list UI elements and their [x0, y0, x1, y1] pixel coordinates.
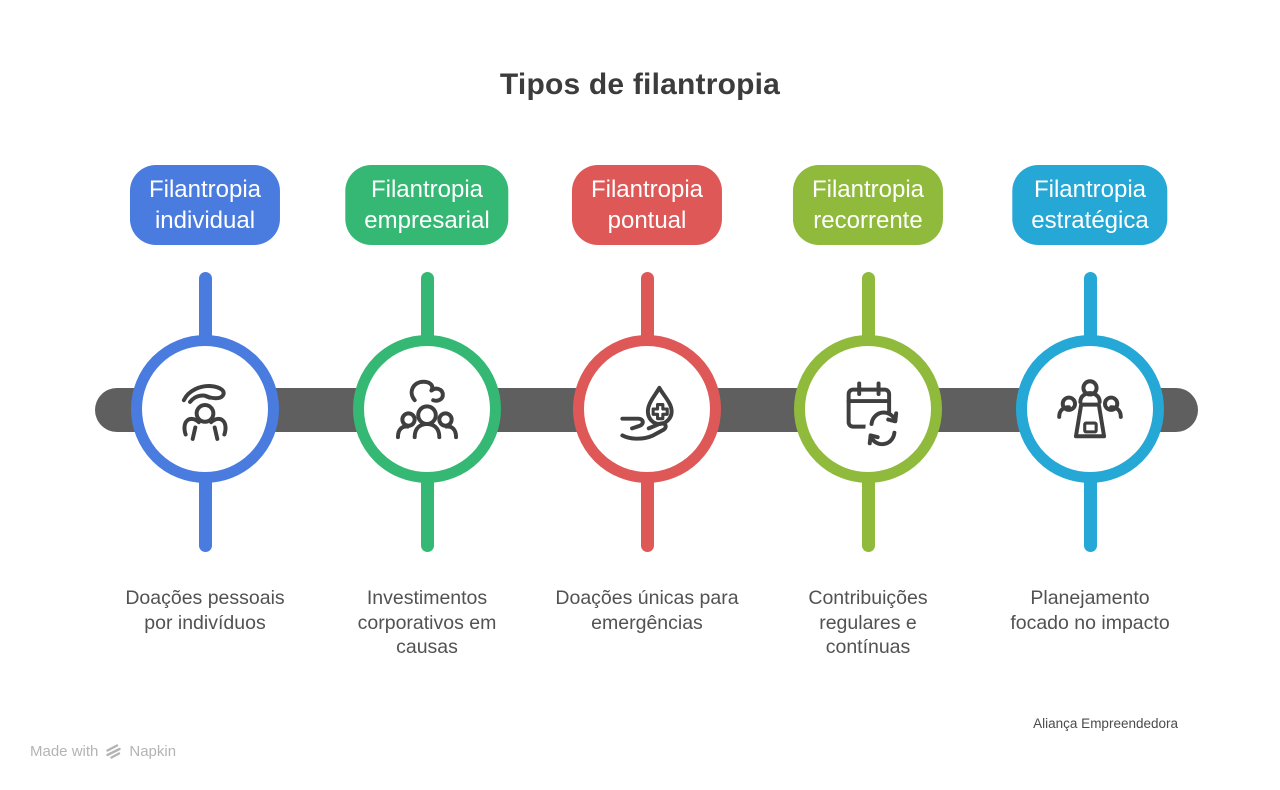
- page-title: Tipos de filantropia: [499, 68, 781, 101]
- icon-circle-estrategica: [1016, 335, 1164, 483]
- icon-circle-pontual: [573, 335, 721, 483]
- made-with-napkin: Made with Napkin: [30, 743, 176, 760]
- napkin-logo-icon: [105, 743, 122, 760]
- stem-top: [1083, 272, 1097, 348]
- meeting-table-icon: [1046, 365, 1134, 453]
- stem-bottom: [640, 470, 654, 552]
- caring-hand-person-icon: [161, 365, 249, 453]
- hand-over-group-icon: [383, 365, 471, 453]
- attribution-text: Aliança Empreendedora: [1033, 716, 1178, 731]
- stem-top: [420, 272, 434, 348]
- badge-filantropia-empresarial: Filantropia empresarial: [345, 165, 509, 245]
- badge-filantropia-individual: Filantropia individual: [129, 165, 281, 245]
- icon-circle-recorrente: [794, 335, 942, 483]
- stem-bottom: [198, 470, 212, 552]
- description-pontual: Doações únicas para emergências: [555, 587, 739, 634]
- description-estrategica: Planejamento focado no impacto: [1010, 587, 1170, 634]
- badge-filantropia-recorrente: Filantropia recorrente: [792, 165, 944, 245]
- medical-drop-hand-icon: [603, 365, 691, 453]
- stem-bottom: [1083, 470, 1097, 552]
- made-with-label: Made with: [30, 743, 99, 760]
- badge-filantropia-estrategica: Filantropia estratégica: [1012, 165, 1168, 245]
- stem-top: [640, 272, 654, 348]
- description-empresarial: Investimentos corporativos em causas: [357, 587, 497, 658]
- stem-bottom: [420, 470, 434, 552]
- stem-top: [198, 272, 212, 348]
- description-individual: Doações pessoais por indivíduos: [125, 587, 285, 634]
- description-recorrente: Contribuições regulares e contínuas: [808, 587, 928, 658]
- stem-bottom: [861, 470, 875, 552]
- icon-circle-individual: [131, 335, 279, 483]
- badge-filantropia-pontual: Filantropia pontual: [571, 165, 723, 245]
- icon-circle-empresarial: [353, 335, 501, 483]
- stem-top: [861, 272, 875, 348]
- calendar-refresh-icon: [824, 365, 912, 453]
- napkin-brand-label: Napkin: [129, 743, 177, 760]
